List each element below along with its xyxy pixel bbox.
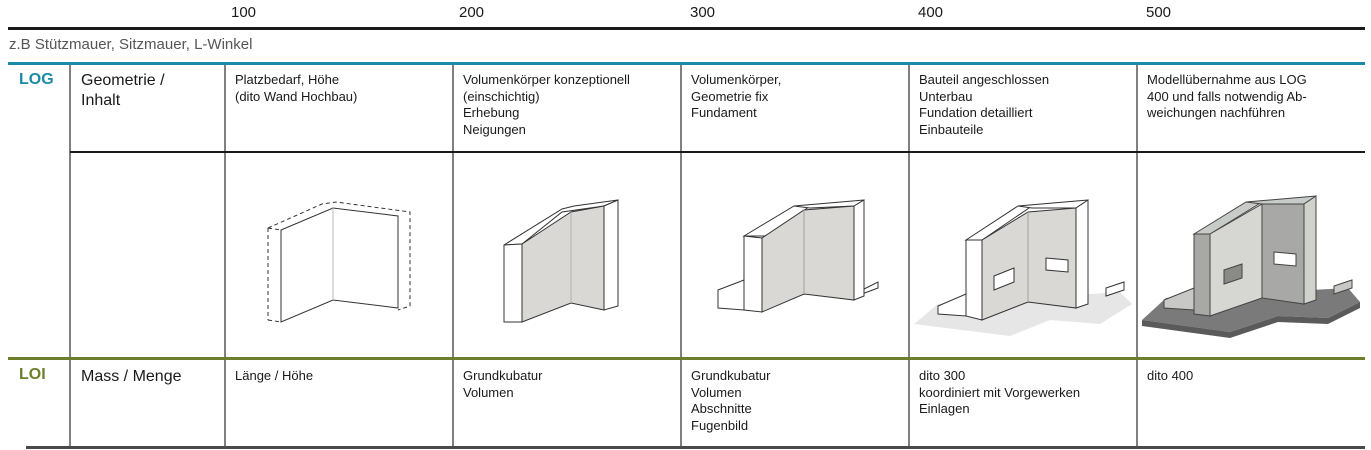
l-wall-outline-dashed-icon — [226, 154, 452, 354]
loi-cell-500: dito 400 — [1147, 368, 1194, 383]
loi-cell-100: Länge / Höhe — [235, 368, 314, 383]
loi-cell-400: dito 300 koordiniert mit Vorgewerken Ein… — [919, 368, 1081, 416]
log-cell-100: Platzbedarf, Höhe (dito Wand Hochbau) — [235, 72, 358, 104]
header-rule — [8, 27, 1365, 30]
log-cell-300: Volumenkörper, Geometrie fix Fundament — [691, 72, 782, 120]
log-cell-400: Bauteil angeschlossen Unterbau Fundation… — [919, 72, 1050, 137]
log-section-rule — [8, 62, 1365, 65]
table-bottom-rule — [26, 446, 1365, 449]
level-header-300: 300 — [690, 4, 716, 21]
level-header-500: 500 — [1146, 4, 1172, 21]
element-examples-subtitle: z.B Stützmauer, Sitzmauer, L-Winkel — [9, 36, 253, 53]
level-header-400: 400 — [918, 4, 944, 21]
log-category-label: Geometrie / Inhalt — [81, 72, 165, 109]
loi-tag: LOI — [19, 366, 46, 383]
level-header-100: 100 — [231, 4, 257, 21]
l-wall-with-footing-icon — [682, 154, 908, 354]
loi-section-rule — [8, 357, 1365, 360]
grid-vline-400 — [908, 65, 910, 449]
level-header-200: 200 — [459, 4, 485, 21]
log-tag: LOG — [19, 71, 54, 88]
l-wall-sloped-shaded-icon — [454, 154, 680, 354]
log-cell-200: Volumenkörper konzeptionell (einschichti… — [463, 72, 630, 137]
log-drawing-row-divider — [70, 151, 1365, 153]
loi-category-label: Mass / Menge — [81, 368, 182, 385]
log-cell-500: Modellübernahme aus LOG 400 und falls no… — [1147, 72, 1307, 120]
grid-vline-100 — [224, 65, 226, 449]
l-wall-openings-base-icon — [910, 154, 1136, 354]
grid-vline-500 — [1136, 65, 1138, 449]
loi-cell-200: Grundkubatur Volumen — [463, 368, 543, 400]
grid-vline-300 — [680, 65, 682, 449]
loi-cell-300: Grundkubatur Volumen Abschnitte Fugenbil… — [691, 368, 771, 433]
l-wall-rendered-full-icon — [1138, 154, 1364, 354]
grid-vline-200 — [452, 65, 454, 449]
grid-vline-category — [69, 65, 71, 449]
